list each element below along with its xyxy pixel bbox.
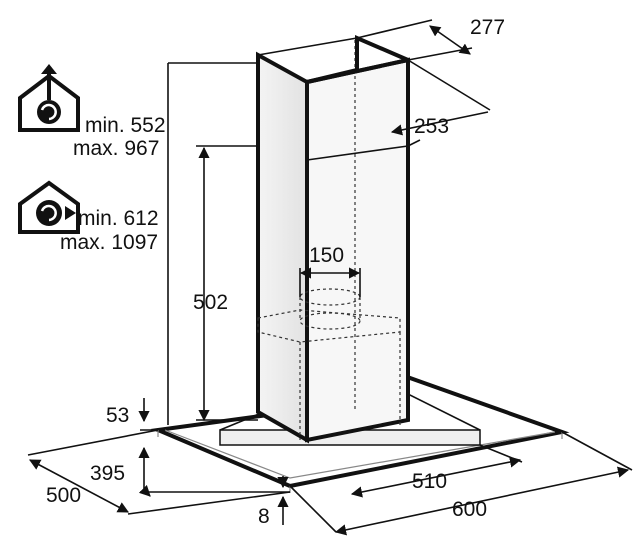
dim-53-label: 53 bbox=[106, 404, 129, 427]
dim-150-label: 150 bbox=[309, 244, 344, 267]
dim-600-label: 600 bbox=[452, 498, 487, 521]
dimension-277: 277 bbox=[356, 16, 505, 61]
recirculation-mode-icon bbox=[18, 180, 80, 234]
dimension-502: 502 bbox=[193, 146, 258, 422]
extraction-mode-icon bbox=[18, 64, 80, 132]
upper-chimney bbox=[305, 34, 410, 160]
dim-277-label: 277 bbox=[470, 16, 505, 39]
dimension-500: 500 bbox=[27, 429, 291, 515]
dimension-8: 8 bbox=[258, 476, 289, 528]
extraction-max-label: max. 967 bbox=[73, 137, 159, 160]
dim-253-label: 253 bbox=[414, 115, 449, 138]
recirculation-min-label: min. 612 bbox=[78, 207, 159, 230]
dim-510-label: 510 bbox=[412, 470, 447, 493]
extraction-min-label: min. 552 bbox=[85, 114, 166, 137]
dim-502-label: 502 bbox=[193, 291, 228, 314]
dimension-150: 150 bbox=[299, 244, 361, 297]
dimension-253: 253 bbox=[390, 59, 491, 147]
recirculation-max-label: max. 1097 bbox=[60, 231, 158, 254]
dimension-53: 53 bbox=[106, 398, 158, 431]
dimension-600: 600 bbox=[289, 431, 633, 536]
dim-8-label: 8 bbox=[258, 505, 270, 528]
dim-500-label: 500 bbox=[46, 484, 81, 507]
lower-chimney bbox=[256, 37, 410, 444]
dim-395-label: 395 bbox=[90, 462, 125, 485]
